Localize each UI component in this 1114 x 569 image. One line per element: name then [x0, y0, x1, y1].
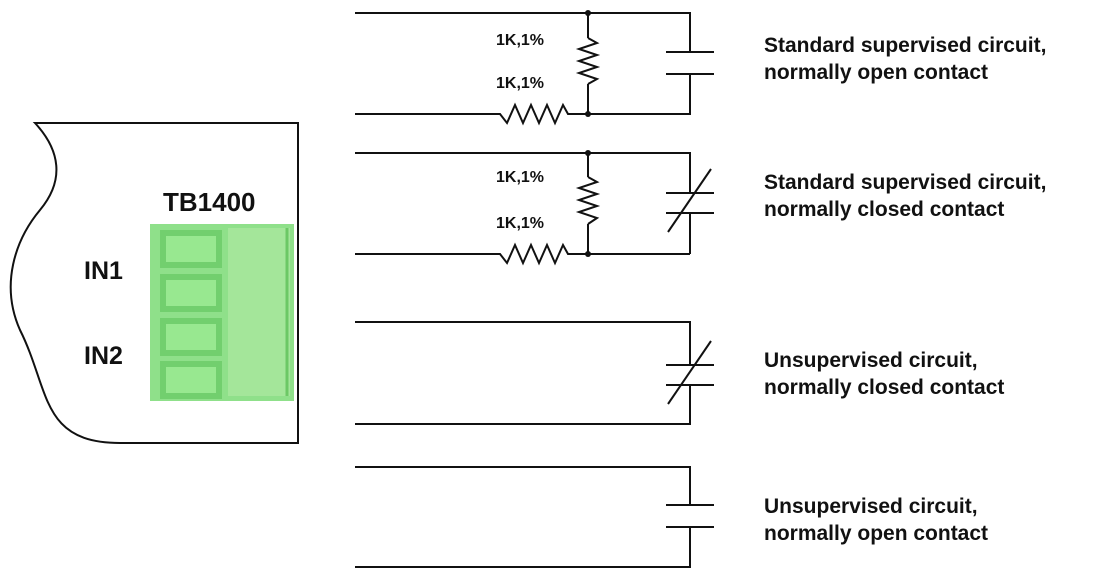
- svg-text:Unsupervised circuit,: Unsupervised circuit,: [764, 495, 978, 518]
- resistor-label: 1K,1%: [496, 32, 544, 49]
- svg-text:Unsupervised circuit,: Unsupervised circuit,: [764, 349, 978, 372]
- svg-text:Standard supervised circuit,: Standard supervised circuit,: [764, 34, 1046, 57]
- terminal-block: TB1400 IN1 IN2: [84, 187, 294, 401]
- terminal-block-rail: [228, 228, 290, 396]
- closed-contact-slash: [667, 340, 712, 405]
- resistor-label: 1K,1%: [496, 75, 544, 92]
- board-outline: [9, 122, 299, 444]
- resistor-label: 1K,1%: [496, 169, 544, 186]
- closed-contact-slash: [667, 168, 712, 233]
- svg-text:normally closed contact: normally closed contact: [764, 198, 1004, 221]
- circuit-unsupervised-no: [355, 466, 714, 568]
- circuit-description: Unsupervised circuit, normally open cont…: [764, 495, 988, 545]
- terminal-slot: [160, 274, 222, 312]
- svg-text:normally open contact: normally open contact: [764, 61, 988, 84]
- circuit-description: Standard supervised circuit, normally cl…: [764, 171, 1046, 221]
- circuit-supervised-no: 1K,1% 1K,1%: [355, 10, 714, 126]
- terminal-slot: [160, 230, 222, 268]
- input-label-in2: IN2: [84, 342, 123, 370]
- svg-text:Standard supervised circuit,: Standard supervised circuit,: [764, 171, 1046, 194]
- circuit-description: Unsupervised circuit, normally closed co…: [764, 349, 1004, 399]
- svg-text:normally open contact: normally open contact: [764, 522, 988, 545]
- input-label-in1: IN1: [84, 257, 123, 285]
- terminal-slot: [160, 318, 222, 356]
- circuit-unsupervised-nc: [355, 321, 714, 425]
- terminal-slot: [160, 361, 222, 399]
- circuit-supervised-nc: 1K,1% 1K,1%: [355, 150, 714, 266]
- circuit-description: Standard supervised circuit, normally op…: [764, 34, 1046, 84]
- resistor-label: 1K,1%: [496, 215, 544, 232]
- terminal-block-label: TB1400: [163, 187, 256, 217]
- svg-text:normally closed contact: normally closed contact: [764, 376, 1004, 399]
